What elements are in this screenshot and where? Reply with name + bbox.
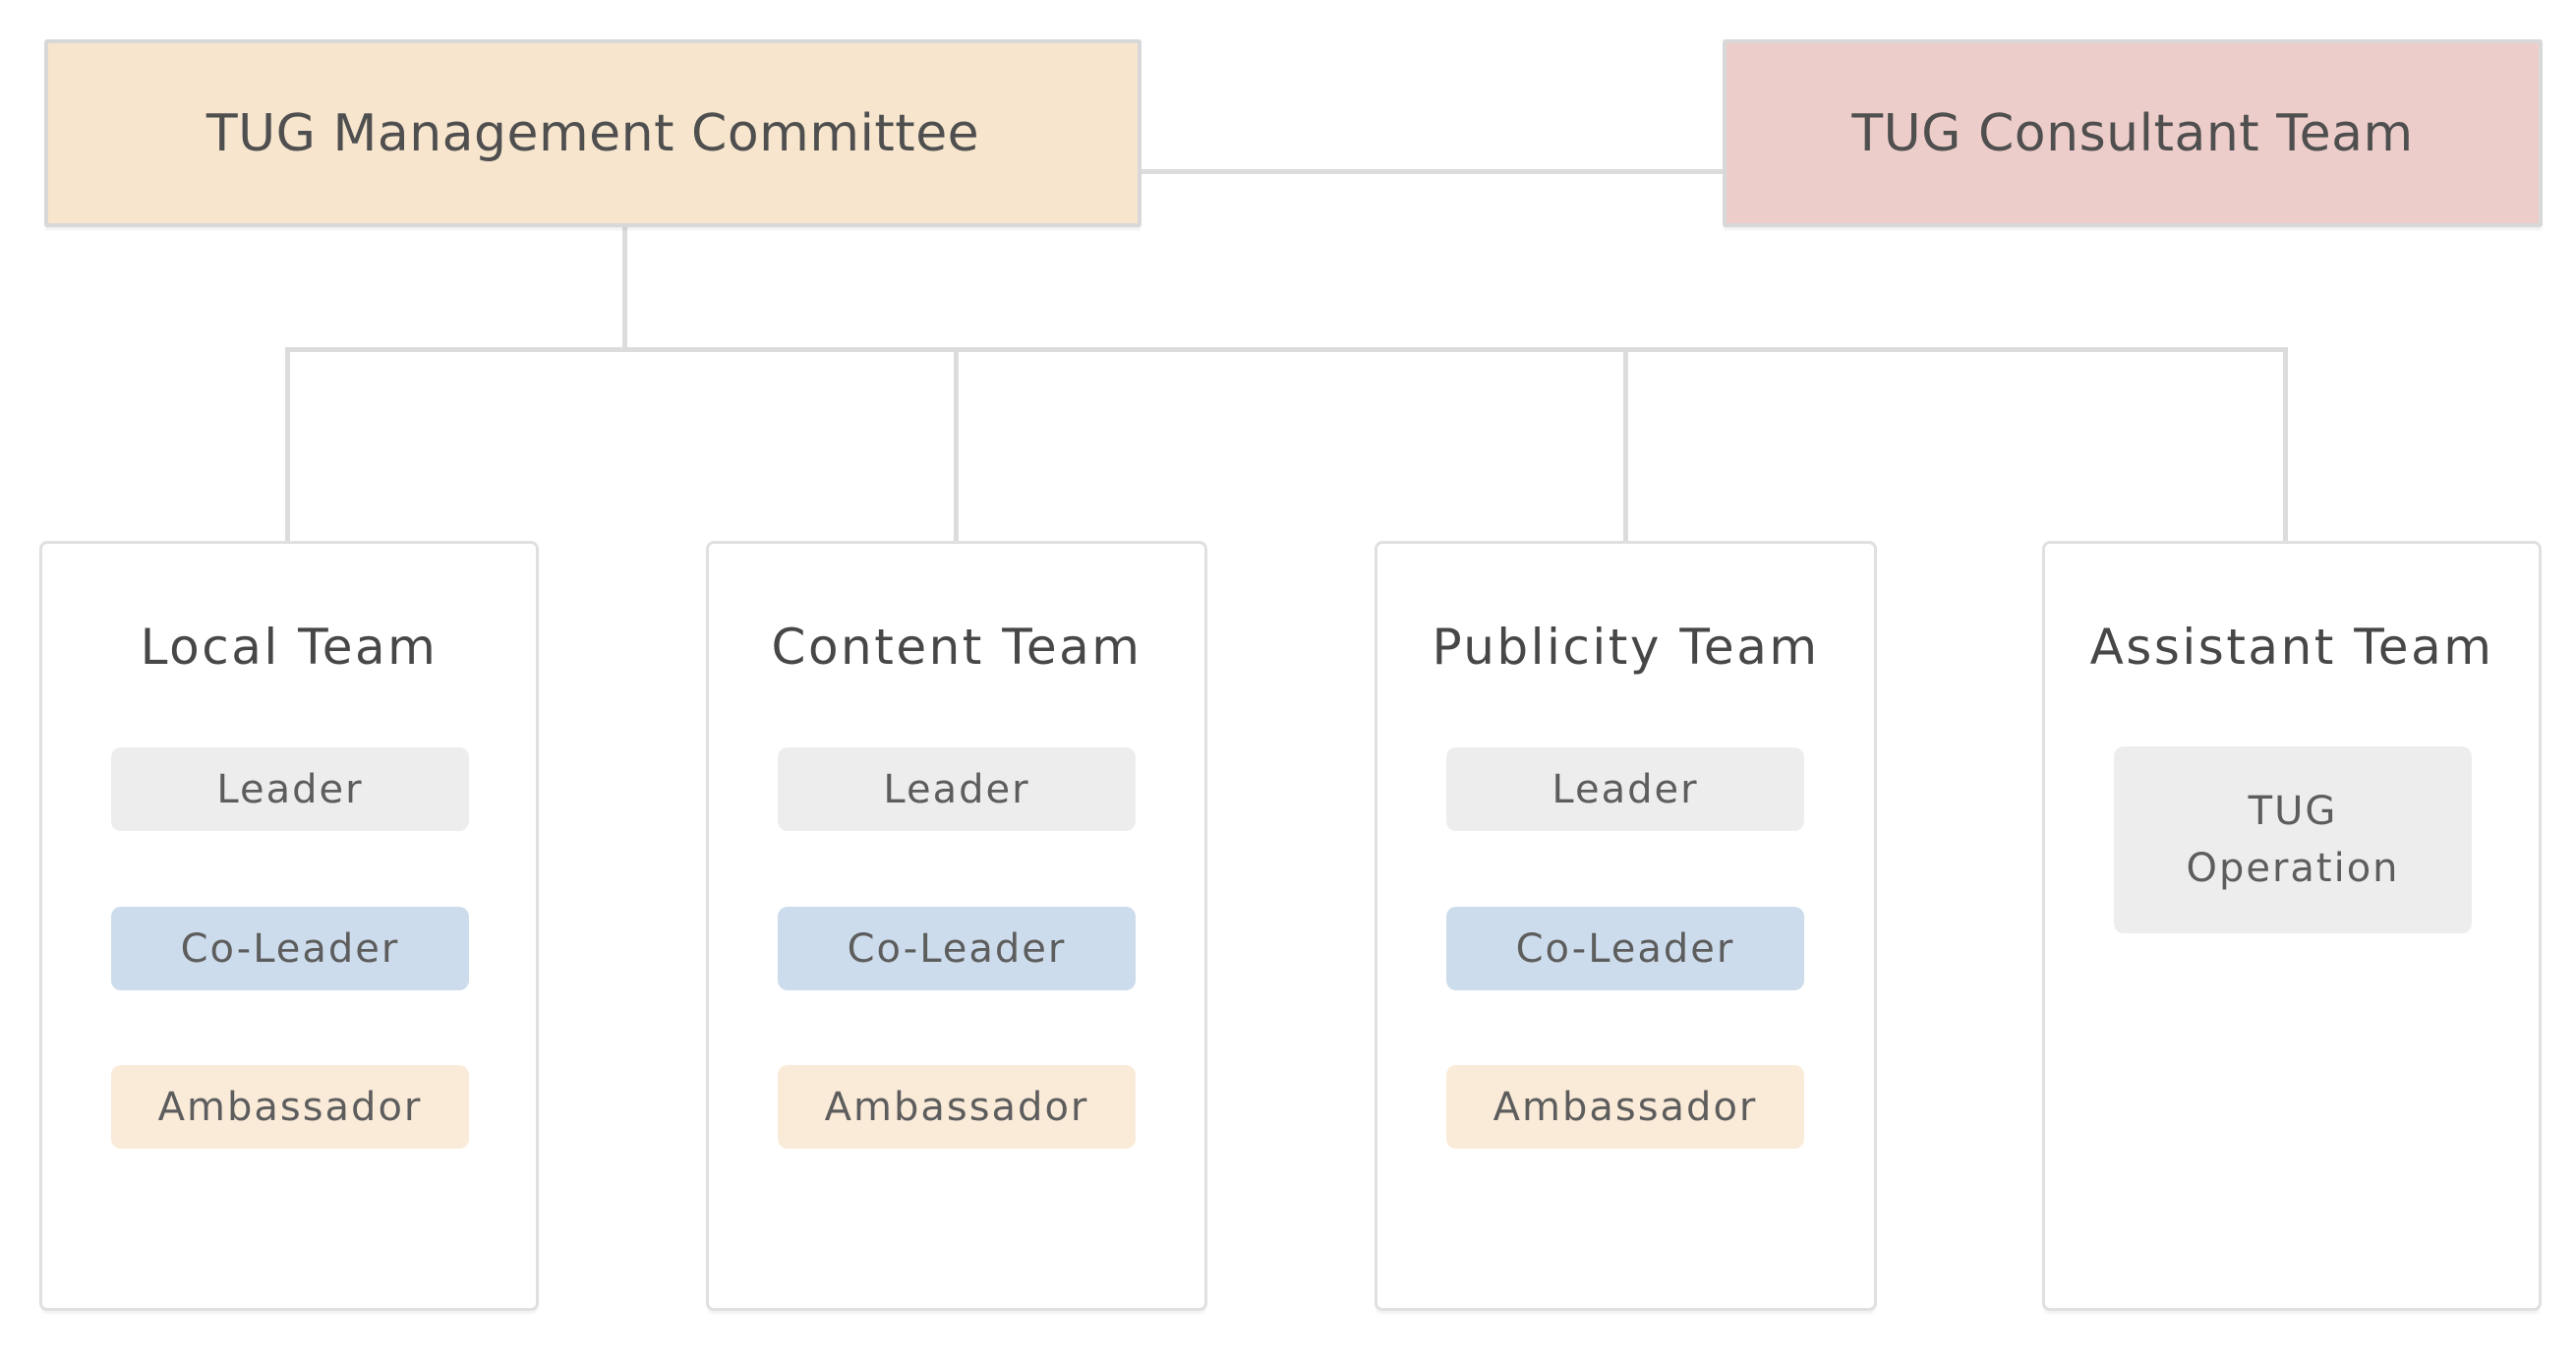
- connector-drop-assistant: [2283, 347, 2288, 544]
- team-title-assistant: Assistant Team: [2089, 619, 2494, 676]
- role-publicity-leader: Leader: [1446, 747, 1804, 831]
- connector-drop-content: [954, 347, 959, 544]
- role-local-ambassador: Ambassador: [111, 1065, 469, 1149]
- team-title-local: Local Team: [140, 619, 439, 676]
- connector-drop-local: [285, 347, 290, 544]
- team-box-local: Local Team Leader Co-Leader Ambassador: [39, 541, 539, 1311]
- role-publicity-ambassador: Ambassador: [1446, 1065, 1804, 1149]
- team-box-content: Content Team Leader Co-Leader Ambassador: [706, 541, 1207, 1311]
- role-content-leader: Leader: [778, 747, 1136, 831]
- role-content-ambassador: Ambassador: [778, 1065, 1136, 1149]
- management-committee-label: TUG Management Committee: [205, 103, 980, 163]
- connector-management-consultant: [1142, 169, 1723, 174]
- node-consultant-team: TUG Consultant Team: [1723, 39, 2543, 227]
- team-title-publicity: Publicity Team: [1432, 619, 1820, 676]
- connector-drop-publicity: [1623, 347, 1628, 544]
- node-management-committee: TUG Management Committee: [44, 39, 1142, 227]
- role-publicity-co-leader: Co-Leader: [1446, 907, 1804, 990]
- team-title-content: Content Team: [771, 619, 1142, 676]
- team-box-publicity: Publicity Team Leader Co-Leader Ambassad…: [1375, 541, 1877, 1311]
- team-box-assistant: Assistant Team TUG Operation: [2042, 541, 2542, 1311]
- role-content-co-leader: Co-Leader: [778, 907, 1136, 990]
- connector-management-drop: [622, 227, 627, 349]
- connector-distribution-rail: [285, 347, 2288, 352]
- role-assistant-tug-operation: TUG Operation: [2114, 746, 2472, 933]
- role-local-leader: Leader: [111, 747, 469, 831]
- role-local-co-leader: Co-Leader: [111, 907, 469, 990]
- consultant-team-label: TUG Consultant Team: [1851, 103, 2414, 163]
